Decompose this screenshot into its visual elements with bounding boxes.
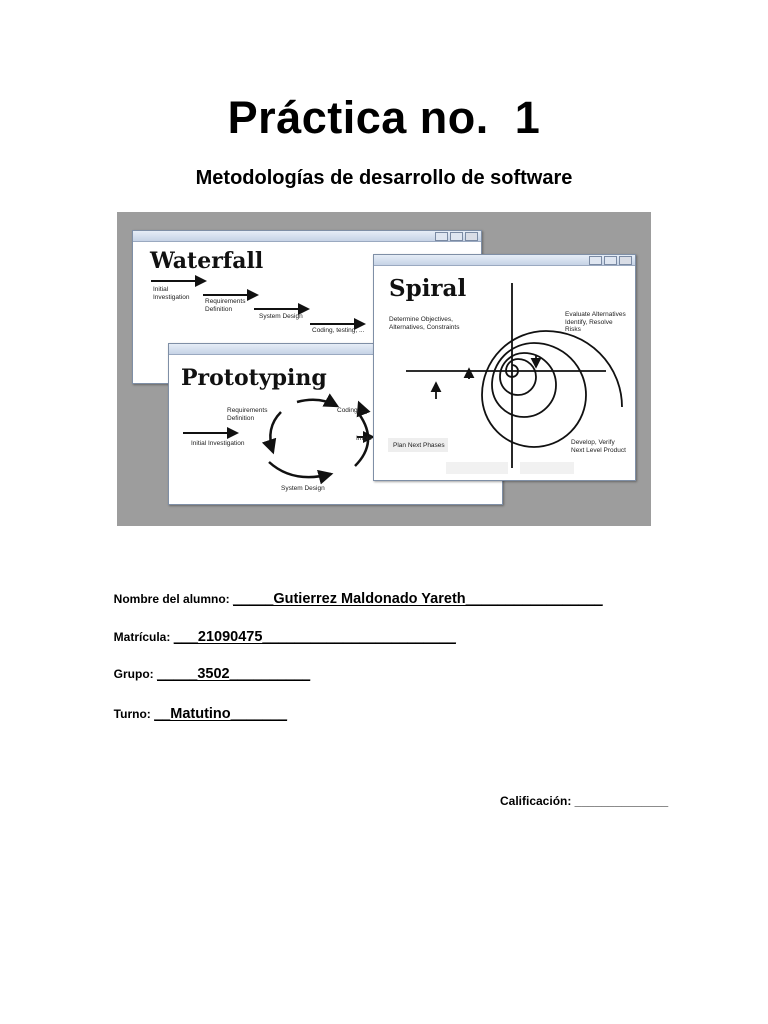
student-name-value: _____Gutierrez Maldonado Yareth_________…	[233, 591, 603, 607]
prototyping-title: Prototyping	[181, 365, 327, 391]
waterfall-step-2: Requirements Definition	[205, 298, 246, 313]
turno-value: __Matutino_______	[154, 706, 288, 722]
waterfall-step-3: System Design	[259, 313, 303, 320]
page-subtitle: Metodologías de desarrollo de software	[195, 167, 573, 189]
methodologies-figure: Waterfall Initial Investigation Requirem…	[117, 212, 651, 526]
grupo-field: Grupo: _____3502__________	[107, 652, 311, 682]
waterfall-title: Waterfall	[150, 248, 264, 274]
turno-field: Turno: __Matutino_______	[107, 692, 287, 722]
matricula-field: Matrícula: ___21090475__________________…	[107, 615, 456, 645]
spiral-diagram	[388, 283, 623, 474]
prototyping-implementation: Imple	[356, 435, 372, 442]
waterfall-arrows	[151, 275, 366, 330]
spiral-determine-objectives: Determine Objectives, Alternatives, Cons…	[389, 316, 460, 331]
turno-label: Turno:	[113, 707, 155, 721]
prototyping-coding: Coding, ...	[337, 407, 367, 414]
spiral-title: Spiral	[389, 275, 467, 302]
grupo-label: Grupo:	[113, 667, 157, 681]
prototyping-system-design: System Design	[281, 485, 325, 492]
student-name-field: Nombre del alumno: _____Gutierrez Maldon…	[107, 577, 603, 607]
grade-field: Calificación: ______________	[500, 794, 669, 808]
spiral-develop-verify: Develop, Verify Next Level Product	[571, 439, 626, 454]
spiral-evaluate-alternatives: Evaluate Alternatives Identify, Resolve …	[565, 311, 626, 333]
matricula-label: Matrícula:	[113, 630, 174, 644]
waterfall-step-1: Initial Investigation	[153, 286, 190, 301]
student-name-label: Nombre del alumno:	[113, 592, 234, 606]
waterfall-step-4: Coding, testing, ...	[312, 327, 365, 334]
prototyping-cycle	[183, 393, 375, 485]
prototyping-initial: Initial Investigation	[191, 440, 245, 447]
grupo-value: _____3502__________	[157, 666, 311, 682]
prototyping-requirements: Requirements Definition	[227, 407, 268, 422]
spiral-plan-next-phases: Plan Next Phases	[393, 442, 445, 449]
spiral-window: Spiral Determine Objectives, Alternative…	[373, 254, 636, 481]
matricula-value: ___21090475________________________	[173, 629, 456, 645]
page-title: Práctica no. 1	[227, 92, 541, 143]
